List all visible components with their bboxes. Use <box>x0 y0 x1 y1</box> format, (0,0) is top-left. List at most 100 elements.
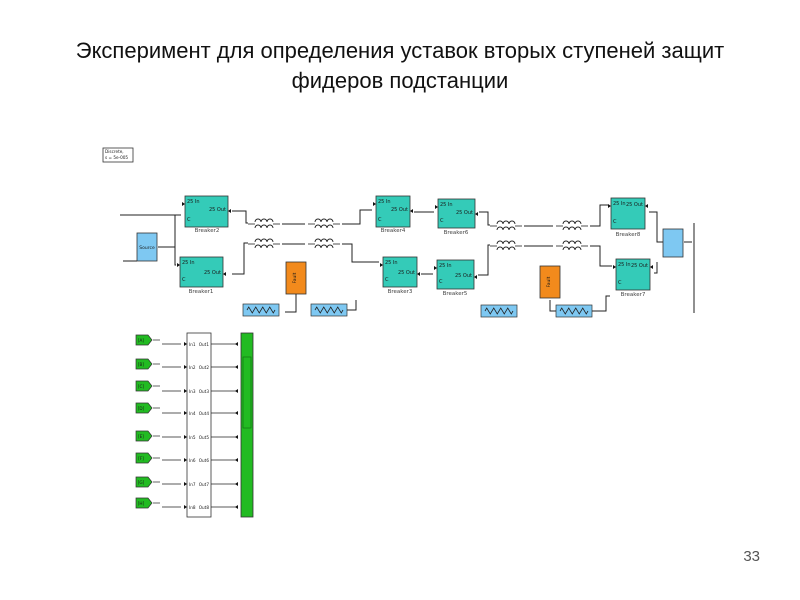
bus-in-port-label: In3 <box>189 389 196 394</box>
fault-block[interactable]: Fault <box>285 261 307 295</box>
port-marker <box>235 458 238 462</box>
slide-number: 33 <box>743 548 760 565</box>
load-block[interactable] <box>662 228 684 258</box>
source-label: Source <box>139 245 155 251</box>
coil-turn <box>266 224 274 229</box>
coil-turn <box>508 226 516 231</box>
goto-tag-label: [A] <box>138 338 144 343</box>
goto-tag[interactable]: [G] <box>135 476 160 488</box>
bus-in-port-label: In5 <box>189 435 196 440</box>
transformer-block[interactable] <box>556 240 588 251</box>
slide-title-line-2: фидеров подстанции <box>291 68 509 93</box>
coil-turn <box>320 218 328 223</box>
breaker-in-label: 25 In <box>613 201 626 207</box>
coil-turn <box>266 244 274 249</box>
transformer-block[interactable] <box>248 238 280 249</box>
transformer-block[interactable] <box>490 240 522 251</box>
coil-turn <box>562 220 570 225</box>
source-block[interactable]: Source <box>136 232 158 262</box>
port-marker <box>228 209 231 213</box>
transformer-block[interactable] <box>308 218 340 229</box>
wire-fault2-res <box>549 300 556 312</box>
breaker-name-label: Breaker7 <box>621 292 646 298</box>
coil-turn <box>326 238 334 243</box>
wire-t4-b3 <box>342 243 379 263</box>
goto-tag-shape <box>135 380 153 392</box>
powergui-mode-text: Discrete, <box>105 149 124 154</box>
breaker-out-label: 25 Out <box>631 263 648 269</box>
bus-out-port-label: Out7 <box>199 482 210 487</box>
coil-turn <box>314 224 322 229</box>
coil-turn <box>260 218 268 223</box>
transformer-block[interactable] <box>490 220 522 231</box>
goto-tag-shape <box>135 497 153 509</box>
bus-out-port-label: Out6 <box>199 458 210 463</box>
goto-tag[interactable]: [A] <box>135 334 160 346</box>
transformer-block[interactable] <box>248 218 280 229</box>
port-marker <box>475 212 478 216</box>
goto-tag[interactable]: [D] <box>135 402 160 414</box>
resistor-block[interactable] <box>555 304 593 318</box>
wire-fault1-res <box>285 294 297 313</box>
breaker-out-label: 25 Out <box>456 210 473 216</box>
breaker-box <box>615 258 651 291</box>
bus-out-port-label: Out3 <box>199 389 210 394</box>
breaker-control-label: C <box>618 280 622 286</box>
port-marker <box>182 202 185 206</box>
breaker-in-label: 25 In <box>439 263 452 269</box>
goto-tag-label: [C] <box>138 384 145 389</box>
goto-tag-shape <box>135 358 153 370</box>
breaker-control-label: C <box>439 279 443 285</box>
powergui-block[interactable]: Discrete,s = 5e-005 <box>102 147 134 163</box>
goto-tag[interactable]: [B] <box>135 358 160 370</box>
coil-turn <box>266 238 274 243</box>
goto-tag[interactable]: [F] <box>135 452 160 464</box>
breaker-box <box>382 256 418 288</box>
scope-inner-frame <box>242 356 252 429</box>
breaker-out-label: 25 Out <box>209 207 226 213</box>
port-marker <box>435 205 438 209</box>
bus-in-port-label: In8 <box>189 505 196 510</box>
powergui-box <box>102 147 134 163</box>
goto-tag[interactable]: [E] <box>135 430 160 442</box>
bus-out-port-label: Out2 <box>199 365 210 370</box>
breaker-box <box>375 195 411 228</box>
coil-turn <box>266 218 274 223</box>
goto-tag[interactable]: [H] <box>135 497 160 509</box>
transformer-block[interactable] <box>556 220 588 231</box>
goto-tag[interactable]: [C] <box>135 380 160 392</box>
coil-turn <box>254 238 262 243</box>
coil-turn <box>508 220 516 225</box>
wire-b6-t5 <box>479 211 490 226</box>
bus-in-port-label: In2 <box>189 365 196 370</box>
wire-b7-load <box>654 262 658 274</box>
coil-turn <box>562 246 570 251</box>
wire-b1-t2 <box>232 242 248 275</box>
resistor-block[interactable] <box>480 304 518 318</box>
port-marker <box>184 435 187 439</box>
bus-out-port-label: Out1 <box>199 342 210 347</box>
scope-block[interactable] <box>240 332 254 518</box>
transformer-block[interactable] <box>308 238 340 249</box>
port-marker <box>184 342 187 346</box>
coil-turn <box>496 220 504 225</box>
coil-turn <box>496 246 504 251</box>
goto-tag-shape <box>135 334 153 346</box>
fault-block[interactable]: Fault <box>539 265 561 299</box>
resistor-block[interactable] <box>310 303 348 317</box>
load-box <box>662 228 684 258</box>
breaker-control-label: C <box>440 218 444 224</box>
resistor-block[interactable] <box>242 303 280 317</box>
breaker-in-label: 25 In <box>187 199 200 205</box>
coil-turn <box>508 240 516 245</box>
breaker-box <box>436 259 475 290</box>
